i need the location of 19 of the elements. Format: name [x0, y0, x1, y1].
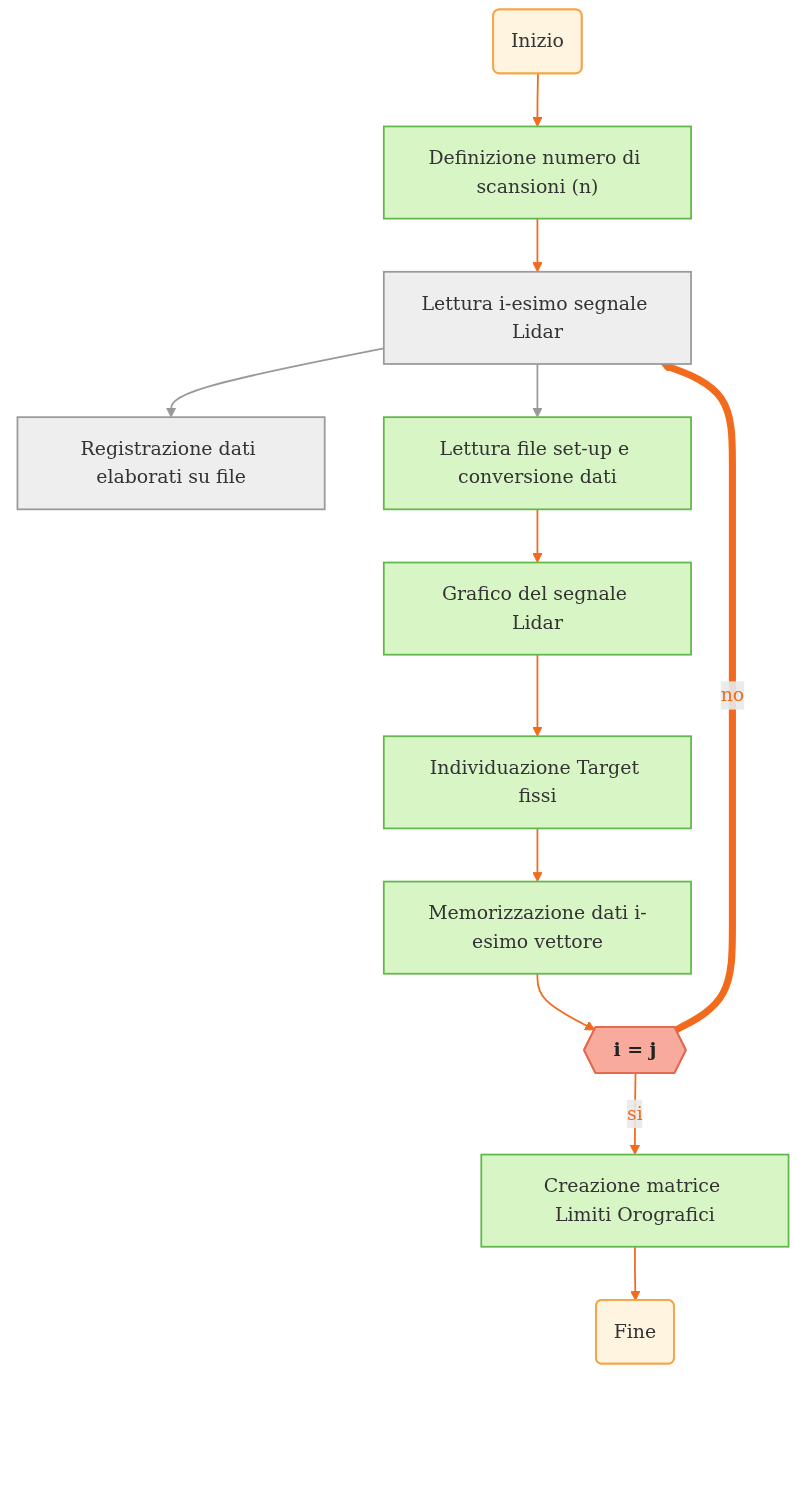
node-box: Lettura i-esimo segnale Lidar [382, 270, 692, 365]
edge-label: no [720, 683, 744, 707]
node-box: Creazione matrice Limiti Orografici [479, 1153, 789, 1248]
arrow [531, 72, 543, 127]
arrow [660, 362, 736, 1034]
arrow [536, 972, 595, 1031]
node-box: Grafico del segnale Lidar [382, 561, 692, 656]
arrow [531, 508, 543, 563]
arrow [531, 827, 543, 883]
node-box: Memorizzazione dati i-esimo vettore [382, 880, 692, 975]
node-box: Individuazione Target fissi [382, 735, 692, 830]
node-box: Definizione numero di scansioni (n) [382, 125, 692, 220]
edge-label: si [626, 1101, 643, 1125]
node-box: Lettura file set-up e conversione dati [382, 416, 692, 511]
arrow [531, 653, 543, 737]
arrow [629, 1245, 640, 1301]
node-box: Registrazione dati elaborati su file [16, 416, 326, 511]
arrow [531, 217, 543, 273]
arrow [531, 363, 543, 418]
